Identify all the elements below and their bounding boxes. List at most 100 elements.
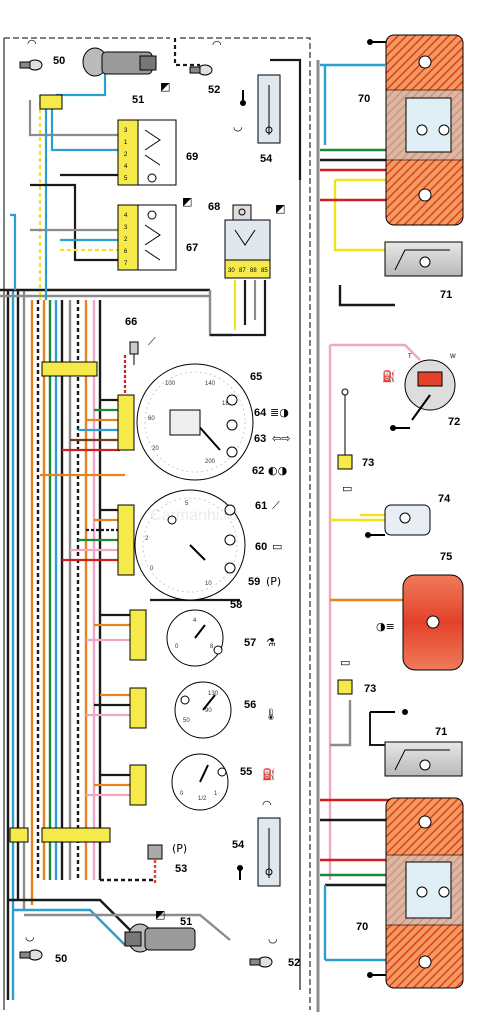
interior-light-icon: ◠: [27, 37, 37, 50]
oil-gauge-57: 0 4 8: [166, 609, 224, 667]
fuel-tick-0: 0: [180, 791, 184, 797]
label-74: 74: [438, 493, 451, 505]
temp-tick-130: 130: [208, 691, 219, 697]
tacho-tick-2: 2: [145, 536, 149, 542]
label-70-bottom: 70: [356, 921, 368, 933]
harness-connectors: [9, 94, 111, 843]
speedometer-65: 20 60 100 140 180 200: [136, 363, 254, 481]
pin-69-d: 4: [124, 164, 128, 170]
pin-67-b: 3: [124, 225, 128, 231]
plate-lamp-71-top: [384, 241, 463, 277]
coolant-temp-icon: 🌡: [264, 708, 278, 721]
speedo-tick-60: 60: [148, 416, 155, 422]
pin-67-e: 7: [124, 261, 128, 267]
fog-light-icon: ◑≡: [376, 620, 395, 633]
tacho-tick-10: 10: [205, 581, 212, 587]
oil-tick-8: 8: [210, 644, 214, 650]
label-71-bottom: 71: [435, 726, 447, 738]
interior-light-icon-4: ◡: [268, 932, 278, 945]
battery-icon: ▭: [272, 540, 282, 553]
turn-signal-icon: ⇦⇨: [272, 432, 290, 445]
left-harness: [0, 288, 232, 1000]
oil-tick-4: 4: [193, 618, 197, 624]
switch-73-top: ▭: [337, 388, 353, 495]
label-58: 58: [230, 599, 242, 611]
oil-connector: [129, 609, 147, 661]
speedo-connector: [117, 394, 135, 451]
bottom-harness: [8, 860, 231, 946]
parking-brake-icon: (P): [266, 575, 281, 588]
label-67: 67: [186, 242, 198, 254]
fuel-connector: [129, 764, 147, 806]
speedo-tick-20: 20: [152, 446, 159, 452]
label-54-top: 54: [260, 153, 273, 165]
relay-68: 30 87 88 85 ◩: [224, 202, 285, 279]
lamp-50-top: ◠: [19, 37, 43, 71]
brake-pad-icon: ⟋: [272, 499, 280, 512]
switch-54-top: ◡: [233, 74, 281, 144]
label-64: 64: [254, 407, 267, 419]
switch-53: (P): [147, 842, 187, 860]
speedo-tick-200: 200: [205, 459, 216, 465]
connector-69: 3 1 2 4 5 ◩: [117, 119, 192, 208]
oil-tick-0: 0: [175, 644, 179, 650]
fuel-sender-72: T W ⛽: [382, 354, 456, 431]
high-beam-icon: ≣◑: [270, 406, 289, 419]
oil-can-icon: ⚗: [266, 636, 276, 649]
label-70-top: 70: [358, 93, 370, 105]
pin-69-a: 3: [124, 128, 128, 134]
pin-67-c: 2: [124, 237, 128, 243]
label-54-bottom: 54: [232, 839, 245, 851]
motor-51-bottom: ◩: [124, 908, 196, 953]
tacho-connector: [117, 504, 135, 576]
instrument-wires: [40, 355, 240, 797]
label-55: 55: [240, 766, 252, 778]
label-71-top: 71: [440, 289, 452, 301]
tacho-tick-0: 0: [150, 566, 154, 572]
pin-67-a: 4: [124, 213, 128, 219]
label-52-bottom: 52: [288, 957, 300, 969]
label-66: 66: [125, 316, 137, 328]
fuel-pump-icon: ⛽: [382, 370, 396, 383]
rear-lamp-70-top: [367, 34, 464, 226]
label-57: 57: [244, 637, 256, 649]
watermark: Carmanhi.ru: [150, 507, 238, 524]
sender-terminal-t: T: [408, 354, 412, 360]
label-51-bottom: 51: [180, 916, 192, 928]
temp-connector: [129, 687, 147, 729]
right-wires: [320, 63, 421, 962]
switch-54-bottom: ◠: [237, 798, 281, 887]
label-73-top: 73: [362, 457, 374, 469]
plate-lamp-71-bottom: [369, 709, 463, 777]
speedo-tick-140: 140: [205, 381, 216, 387]
speedo-tick-180: 180: [222, 401, 233, 407]
label-61: 61: [255, 500, 267, 512]
relay-pin-88: 88: [250, 268, 257, 274]
label-50-bottom: 50: [55, 953, 67, 965]
tacho-tick-5: 5: [185, 501, 189, 507]
parking-brake-icon-2: (P): [172, 842, 187, 855]
relay-pin-87: 87: [239, 268, 246, 274]
label-72: 72: [448, 416, 460, 428]
lamp-50-bottom: ◡: [19, 930, 43, 961]
temp-tick-90: 90: [205, 708, 212, 714]
fuel-icon: ⛽: [262, 768, 276, 781]
relay-pin-30: 30: [228, 268, 235, 274]
window-regulator-icon-2: ◩: [155, 908, 165, 921]
light-icon-2: ◠: [262, 798, 272, 811]
label-63: 63: [254, 433, 266, 445]
label-60: 60: [255, 541, 267, 553]
lamp-52-top: ◠: [189, 38, 222, 76]
pin-69-b: 1: [124, 140, 128, 146]
rear-lamp-70-bottom: [367, 797, 464, 989]
harness-frame: [3, 37, 320, 1012]
fog-lamp-75: ◑≡: [376, 574, 464, 671]
lamp-52-bottom: ◡: [249, 932, 278, 968]
label-68: 68: [208, 201, 220, 213]
label-59: 59: [248, 576, 260, 588]
label-53: 53: [175, 863, 187, 875]
pin-69-e: 5: [124, 176, 128, 182]
label-62: 62: [252, 465, 264, 477]
relay-pin-85: 85: [261, 268, 268, 274]
temp-tick-50: 50: [183, 718, 190, 724]
